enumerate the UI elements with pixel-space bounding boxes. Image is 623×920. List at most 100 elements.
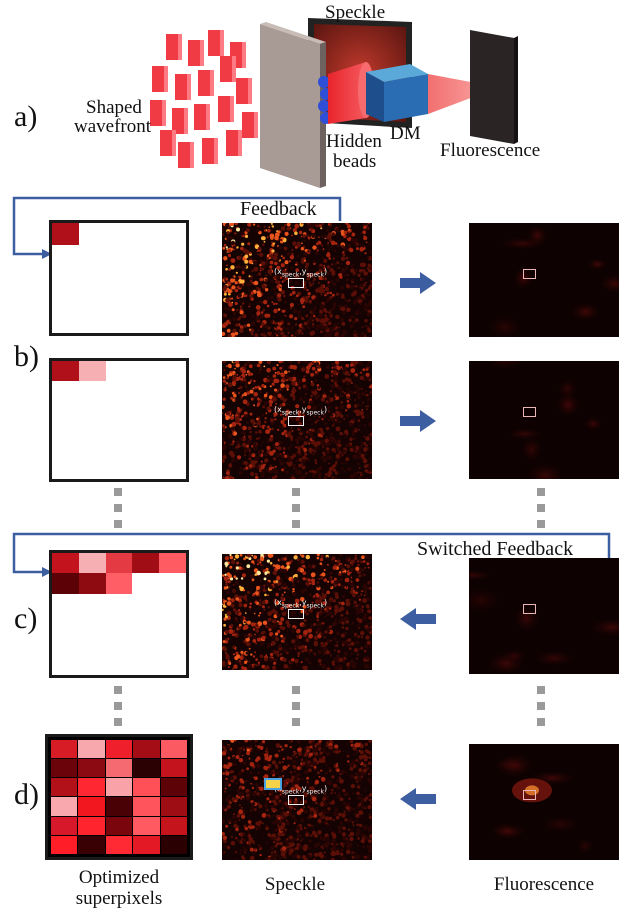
superpixel [78,553,106,574]
superpixel [105,835,133,854]
superpixel [160,759,187,778]
optical-setup-illustration [150,18,518,188]
switched-feedback-arrow [12,532,611,577]
label-speckle-setup: Speckle [325,2,386,23]
shaped-wavefront-blocks [150,30,258,168]
fluorescence-roi-box [523,604,536,614]
ellipsis-dots-col1-a [114,488,122,536]
scattering-plate [260,22,326,188]
superpixel-grid [52,223,186,333]
superpixel [78,816,105,835]
superpixel [52,361,79,381]
panel-label-a: a) [14,100,38,133]
superpixel [133,797,160,816]
speckle-roi-box [288,609,304,619]
slm-pattern-d [45,734,193,860]
speckle-roi-box [288,416,304,426]
superpixel [51,778,78,797]
speckle-image-b1: (xspeck,yspeck) [222,223,372,337]
feedback-arrow [12,196,342,259]
superpixel [105,573,133,594]
superpixel [105,778,133,797]
ellipsis-dots-col2-b [292,686,300,734]
superpixel [51,797,78,816]
superpixel [52,573,79,594]
superpixel [160,797,187,816]
superpixel [133,759,160,778]
ellipsis-dots-col3-b [537,686,545,734]
slm-pattern-c [49,550,189,678]
speckle-coordinate-label: (xspeck,yspeck) [274,598,328,610]
column-label-fluorescence: Fluorescence [493,874,595,895]
superpixel-grid [52,553,186,675]
slm-pattern-b2 [49,358,189,482]
dm-cube [366,64,428,122]
superpixel [51,835,78,854]
label-beads: beads [333,151,377,172]
superpixel [51,816,78,835]
superpixel [132,553,160,574]
switched-feedback-label: Switched Feedback [417,538,574,560]
slm-pattern-b1 [49,220,189,336]
speckle-coordinate-label: (xspeck,yspeck) [274,267,328,279]
fluorescence-roi-box [523,790,536,800]
superpixel [78,740,105,759]
speckle-image-d: (xspeck,yspeck) [222,740,372,860]
superpixel [52,223,79,245]
panel-label-b: b) [14,340,39,373]
superpixel [51,759,78,778]
superpixel [78,573,106,594]
speckle-image-b2: (xspeck,yspeck) [222,361,372,479]
superpixel [160,816,187,835]
feedback-label: Feedback [240,198,317,220]
fluorescence-image-d [469,744,619,860]
speckle-roi-box [288,278,304,288]
fluorescence-image-b2 [469,361,619,479]
fluorescence-roi-box [523,407,536,417]
superpixel [160,740,187,759]
superpixel [105,740,133,759]
column-label-speckle: Speckle [264,874,326,895]
superpixel [160,835,187,854]
superpixel [78,759,105,778]
superpixel [105,816,133,835]
superpixel [133,835,160,854]
superpixel [133,816,160,835]
focus-spot-box [264,778,282,790]
superpixel [159,553,186,574]
superpixel [133,740,160,759]
panel-label-c: c) [14,602,38,635]
superpixel [52,553,79,574]
label-dm: DM [390,123,421,144]
speckle-coordinate-label: (xspeck,yspeck) [274,405,328,417]
superpixel [78,797,105,816]
label-hidden: Hidden [326,131,382,152]
superpixel-grid [52,361,186,479]
fluorescence-image-b1 [469,223,619,337]
arrow-left-c [400,608,436,630]
fluorescence-image-c [469,558,619,674]
superpixel [78,361,106,381]
ellipsis-dots-col1-b [114,686,122,734]
speckle-image-c: (xspeck,yspeck) [222,554,372,670]
arrow-right-b1 [400,272,436,294]
label-fluorescence-setup: Fluorescence [440,140,541,161]
superpixel [105,759,133,778]
superpixel [78,778,105,797]
column-label-optimized: Optimized [78,867,160,888]
ellipsis-dots-col2-a [292,488,300,536]
ellipsis-dots-col3-a [537,488,545,536]
speckle-roi-box [288,795,304,805]
arrow-left-d [400,788,436,810]
superpixel [105,797,133,816]
label-wavefront: wavefront [74,116,152,137]
superpixel-grid [51,740,187,854]
superpixel [78,835,105,854]
superpixel [133,778,160,797]
fluorescence-screen [470,30,518,144]
superpixel [160,778,187,797]
fluorescence-roi-box [523,269,536,279]
superpixel [105,553,133,574]
label-shaped: Shaped [86,97,142,118]
